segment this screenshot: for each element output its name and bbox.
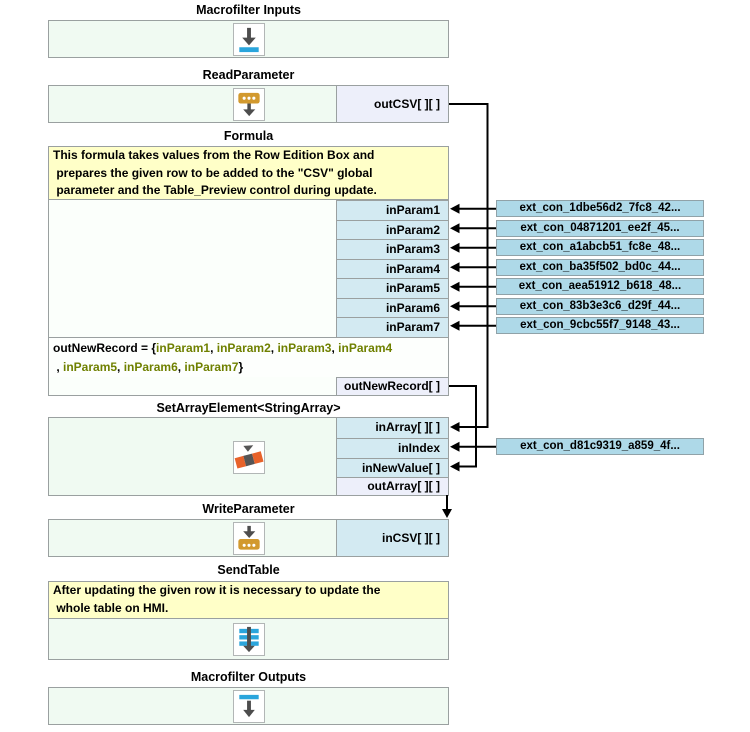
port-inparam3[interactable]: inParam3	[336, 239, 448, 259]
block-title-set-array-element: SetArrayElement<StringArray>	[156, 401, 341, 415]
expression-text: }	[238, 359, 244, 374]
expression-text: ,	[177, 359, 185, 374]
expression-text: ,	[56, 359, 60, 374]
arrowhead-innewvalue	[450, 461, 460, 472]
expression-variable: inParam6	[123, 359, 178, 374]
expression-variable: inParam2	[216, 341, 271, 355]
expression-text: = {	[137, 341, 157, 355]
arrowhead-inparam2	[450, 223, 460, 234]
port-outnewrecord[interactable]: outNewRecord[ ]	[336, 377, 448, 395]
conn-outcsv-to-inarray	[449, 103, 489, 428]
port-inparam2[interactable]: inParam2	[336, 219, 448, 240]
port-inparam7[interactable]: inParam7	[336, 317, 448, 337]
expression-variable: inParam7	[184, 359, 239, 374]
block-formula[interactable]: This formula takes values from the Row E…	[48, 146, 449, 396]
macrofilter-outputs-icon-box	[233, 690, 265, 723]
block-macrofilter-outputs[interactable]	[48, 687, 449, 725]
expression-text: ,	[210, 341, 217, 355]
port-outarray[interactable]: outArray[ ][ ]	[336, 477, 448, 495]
parameter-chip-arrow-out-icon	[238, 92, 260, 117]
expression-text: outNewRecord	[53, 341, 138, 355]
write-parameter-icon-box	[233, 522, 265, 555]
macrofilter-inputs-icon-box	[233, 23, 265, 56]
block-send-table[interactable]: After updating the given row it is neces…	[48, 581, 449, 660]
block-title-macrofilter-inputs: Macrofilter Inputs	[196, 3, 301, 17]
expression-variable: inParam1	[156, 341, 211, 355]
port-inparam6[interactable]: inParam6	[336, 297, 448, 318]
segmented-array-picker-icon	[234, 445, 264, 469]
ext-connection-label[interactable]: ext_con_a1abcb51_fc8e_48...	[496, 239, 704, 256]
port-inparam1[interactable]: inParam1	[336, 200, 448, 220]
port-innewvalue[interactable]: inNewValue[ ]	[336, 457, 448, 478]
ext-connection-label[interactable]: ext_con_04871201_ee2f_45...	[496, 220, 704, 237]
block-title-read-parameter: ReadParameter	[202, 68, 295, 82]
expression-text: ,	[117, 359, 124, 374]
block-title-send-table: SendTable	[217, 563, 280, 577]
arrowhead-inparam1	[450, 203, 460, 214]
block-macrofilter-inputs[interactable]	[48, 20, 449, 58]
port-incsv[interactable]: inCSV[ ][ ]	[336, 520, 448, 556]
table-rows-arrow-down-icon	[239, 626, 259, 653]
expression-variable: inParam4	[338, 341, 393, 355]
ext-connection-label[interactable]: ext_con_aea51912_b618_48...	[496, 278, 704, 295]
expression-variable: inParam5	[63, 359, 118, 374]
read-parameter-icon-box	[233, 88, 265, 121]
arrow-down-onto-bar-icon	[239, 27, 259, 53]
arrowhead-inarray	[450, 422, 460, 432]
port-inparam4[interactable]: inParam4	[336, 258, 448, 279]
port-inarray[interactable]: inArray[ ][ ]	[336, 418, 448, 438]
port-inparam5[interactable]: inParam5	[336, 278, 448, 298]
arrowhead-inparam5	[450, 281, 460, 292]
arrowhead-inparam3	[450, 242, 460, 253]
ext-connection-label[interactable]: ext_con_d81c9319_a859_4f...	[496, 438, 704, 455]
block-title-macrofilter-outputs: Macrofilter Outputs	[190, 670, 307, 684]
arrowhead-inparam7	[450, 320, 460, 331]
formula-comment: This formula takes values from the Row E…	[49, 147, 448, 200]
ext-connection-label[interactable]: ext_con_1dbe56d2_7fc8_42...	[496, 200, 704, 217]
port-outcsv[interactable]: outCSV[ ][ ]	[336, 86, 448, 122]
block-title-formula: Formula	[223, 129, 274, 143]
bar-arrow-down-icon	[239, 694, 259, 718]
ext-connection-label[interactable]: ext_con_83b3e3c6_d29f_44...	[496, 298, 704, 315]
send-table-comment: After updating the given row it is neces…	[49, 582, 448, 619]
expression-text: ,	[270, 341, 278, 355]
arrowhead-inparam4	[450, 262, 460, 273]
expression-variable: inParam3	[277, 341, 332, 355]
ext-connection-label[interactable]: ext_con_ba35f502_bd0c_44...	[496, 259, 704, 276]
arrow-into-parameter-chip-icon	[238, 525, 260, 550]
block-title-write-parameter: WriteParameter	[202, 502, 295, 516]
arrowhead-inindex	[450, 441, 460, 452]
send-table-icon-box	[233, 623, 265, 656]
block-write-parameter[interactable]: inCSV[ ][ ]	[48, 519, 449, 557]
block-read-parameter[interactable]: outCSV[ ][ ]	[48, 85, 449, 123]
arrowhead-inparam6	[450, 301, 460, 312]
ext-connection-label[interactable]: ext_con_9cbc55f7_9148_43...	[496, 317, 704, 334]
expression-text: ,	[331, 341, 339, 355]
conn-outnewrecord-to-innewvalue	[449, 385, 477, 468]
port-inindex[interactable]: inIndex	[336, 437, 448, 458]
block-set-array-element[interactable]: inArray[ ][ ] inIndex inNewValue[ ] outA…	[48, 417, 449, 496]
formula-expression: outNewRecord = {inParam1, inParam2, inPa…	[49, 337, 448, 377]
set-array-element-icon-box	[233, 441, 265, 474]
